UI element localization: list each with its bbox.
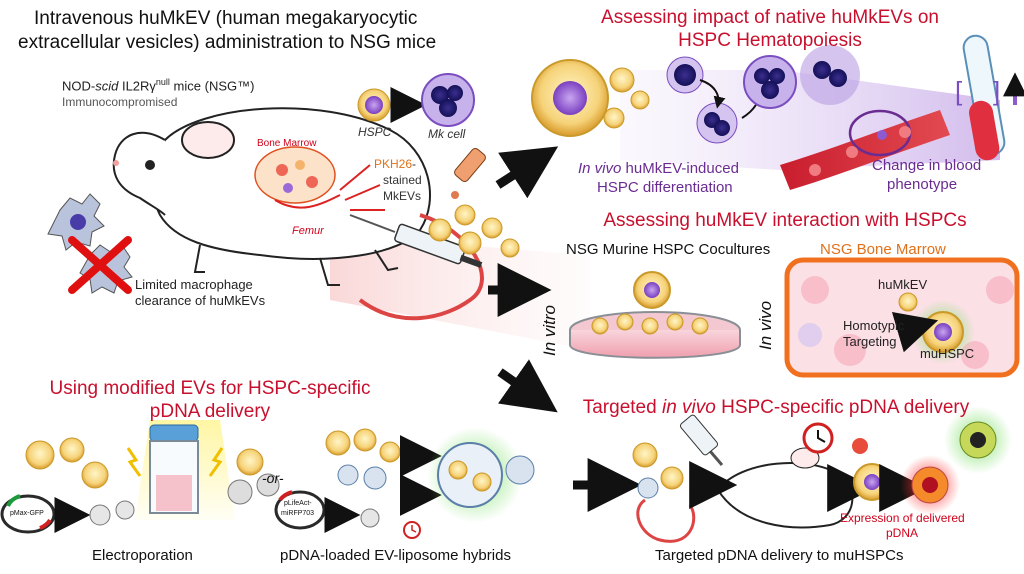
flow-arrows <box>488 146 642 512</box>
targeted-title-post: HSPC-specific pDNA delivery <box>715 397 970 418</box>
homotypic-label: Homotypic <box>843 318 905 333</box>
hybrids-label: pDNA-loaded EV-liposome hybrids <box>280 547 511 564</box>
change-line1: Change in blood <box>872 157 982 174</box>
in-vivo-label: In vivo <box>756 300 775 350</box>
in-vitro-label: In vitro <box>540 304 559 356</box>
plasmid-icon <box>0 494 56 534</box>
interaction-title: Assessing huMkEV interaction with HSPCs <box>603 210 967 231</box>
limited-of-humkevs: of huMkEVs <box>191 293 266 308</box>
limited-line2: clearance of huMkEVs <box>135 293 266 309</box>
nsg-bone-marrow-label: NSG Bone Marrow <box>820 241 946 258</box>
expression-line2: pDNA <box>886 526 919 540</box>
limited-clearance: clearance <box>135 293 192 308</box>
plasmid-icon-2 <box>274 490 326 530</box>
mk-cell-icon <box>421 73 475 127</box>
invivo-rest: huMkEV-induced <box>621 160 739 177</box>
impact-illustration: [ ] <box>531 34 1024 190</box>
targeted-caption: Targeted pDNA delivery to muHSPCs <box>655 547 904 564</box>
modified-title-line2: pDNA delivery <box>149 401 271 422</box>
targeted-title-italic: in vivo <box>661 397 716 418</box>
pmax-label: pMax-GFP <box>10 510 44 517</box>
humkev-label: huMkEV <box>878 277 928 292</box>
targeted-title: Targeted in vivo HSPC-specific pDNA deli… <box>556 397 996 419</box>
targeted-title-pre: Targeted <box>582 397 662 418</box>
mice-prefix: NOD- <box>62 78 96 94</box>
invivo-italic: In vivo <box>578 160 622 177</box>
or-label: -or- <box>262 470 284 486</box>
mice-null: null <box>155 77 170 87</box>
timer-icon <box>403 521 421 539</box>
change-line2: phenotype <box>887 176 958 193</box>
hybrid-illustration <box>274 427 535 539</box>
mice-suffix: mice (NSG™) <box>169 78 255 94</box>
ev-cluster <box>428 204 520 258</box>
clock-icon <box>802 422 834 454</box>
mice-scid: scid <box>95 78 119 94</box>
impact-title-line2: HSPC Hematopoiesis <box>678 30 862 51</box>
targeted-illustration <box>632 406 1012 543</box>
mice-strain-label: NOD-scid IL2Rγnull mice (NSG™) <box>62 77 254 94</box>
cocultures-label: NSG Murine HSPC Cocultures <box>566 241 771 258</box>
femur-label: Femur <box>292 225 324 237</box>
admin-title-line2: extracellular vesicles) administration t… <box>18 32 437 53</box>
modified-title-line1: Using modified EVs for HSPC-specific <box>49 378 371 399</box>
electroporation-label: Electroporation <box>92 547 193 564</box>
immuno-label: Immunocompromised <box>62 95 178 109</box>
svg-text:]: ] <box>993 76 1000 106</box>
mice-il2: IL2Rγ <box>118 78 156 94</box>
mouse-illustration <box>112 107 590 350</box>
svg-text:[: [ <box>955 76 963 106</box>
limited-line1: Limited macrophage <box>135 277 253 292</box>
blocked-x-icon <box>68 236 132 294</box>
pkh26-text: PKH26 <box>374 157 413 171</box>
bone-marrow-box <box>784 257 1020 378</box>
stained-label: stained <box>383 173 422 187</box>
mk-cell-label: Mk cell <box>428 127 466 141</box>
hspc-cell-icon <box>357 88 391 122</box>
dropper-icon <box>451 147 486 199</box>
targeting-label: Targeting <box>843 334 897 349</box>
test-tube-icon <box>962 34 1006 161</box>
admin-title-line1: Intravenous huMkEV (human megakaryocytic <box>34 8 418 29</box>
mkevs-label: MkEVs <box>383 189 422 203</box>
bone-marrow-label: Bone Marrow <box>257 138 317 149</box>
plife-line1: pLifeAct- <box>284 500 312 507</box>
electroporation-illustration <box>0 420 280 534</box>
invivo-line2: HSPC differentiation <box>597 179 733 196</box>
hspc-label: HSPC <box>358 125 392 139</box>
pkh26-dash: - <box>412 157 417 171</box>
impact-title-line1: Assessing impact of native huMkEVs on <box>601 7 939 28</box>
coculture-dish <box>569 271 741 359</box>
invivo-line1: In vivo huMkEV-induced <box>578 160 739 177</box>
expression-line1: Expression of delivered <box>840 511 965 525</box>
pkh26-label: PKH26- <box>374 157 417 172</box>
plife-line2: miRFP703 <box>281 510 315 517</box>
muhspc-label: muHSPC <box>920 346 975 361</box>
